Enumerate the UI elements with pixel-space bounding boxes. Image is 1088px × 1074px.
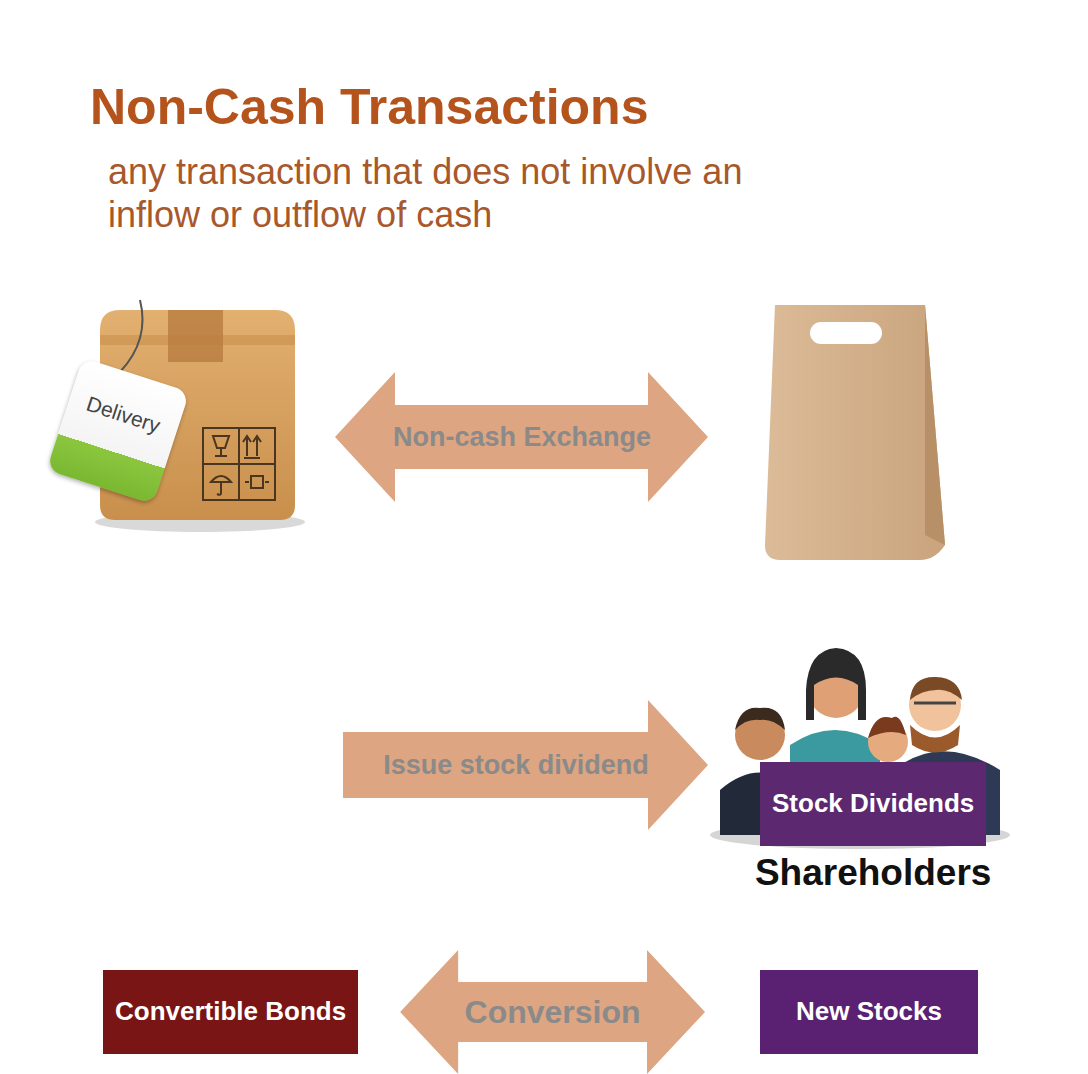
stock-box: New Stocks: [760, 970, 978, 1054]
diagram-title: Non-Cash Transactions: [90, 78, 648, 136]
conversion-arrow: [400, 950, 705, 1074]
arrow-label: Issue stock dividend: [383, 750, 649, 781]
node-text: Delivery: [83, 390, 164, 439]
node-text: New Stocks: [796, 995, 942, 1029]
edge-label: Conversion: [465, 994, 641, 1031]
bond-box: Convertible Bonds: [103, 970, 358, 1054]
dividend-arrow: [343, 700, 708, 830]
shareholders-figures: [710, 648, 1010, 849]
paper-bag: [765, 305, 945, 560]
dividend-box: Stock DividendsShareholders: [760, 762, 986, 846]
node-heading: Shareholders: [755, 852, 991, 894]
node-text: Stock Dividends: [772, 787, 974, 821]
node-text: Convertible Bonds: [115, 995, 346, 1029]
exchange-arrow: [335, 372, 708, 502]
arrow-label: Non-cash Exchange: [393, 422, 651, 453]
subtitle-definition: any transaction that does not involve an…: [108, 150, 768, 236]
